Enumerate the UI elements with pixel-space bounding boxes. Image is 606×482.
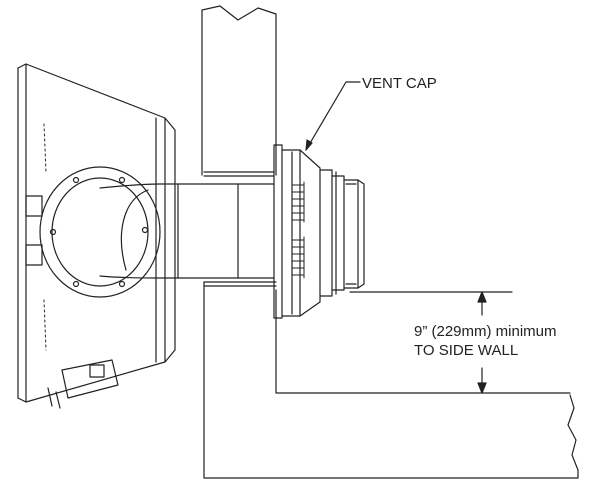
fastener-rows xyxy=(43,123,47,351)
control-box xyxy=(47,359,119,409)
mount-bracket-upper xyxy=(25,195,43,217)
vent-cap xyxy=(273,144,365,319)
clearance-label-line1: 9” (229mm) minimum xyxy=(414,323,557,340)
clearance-label-line2: TO SIDE WALL xyxy=(414,342,518,359)
vent-pipe xyxy=(99,183,275,279)
lower-wall xyxy=(203,281,579,479)
vent-flange xyxy=(39,166,161,298)
clearance-dimension xyxy=(349,291,513,394)
vent-louvers xyxy=(291,181,305,279)
vent-cap-label: VENT CAP xyxy=(362,75,437,92)
vent-cap-leader xyxy=(305,81,361,151)
upper-wall xyxy=(201,5,277,177)
appliance-body xyxy=(17,63,176,409)
mount-bracket-lower xyxy=(25,244,43,266)
